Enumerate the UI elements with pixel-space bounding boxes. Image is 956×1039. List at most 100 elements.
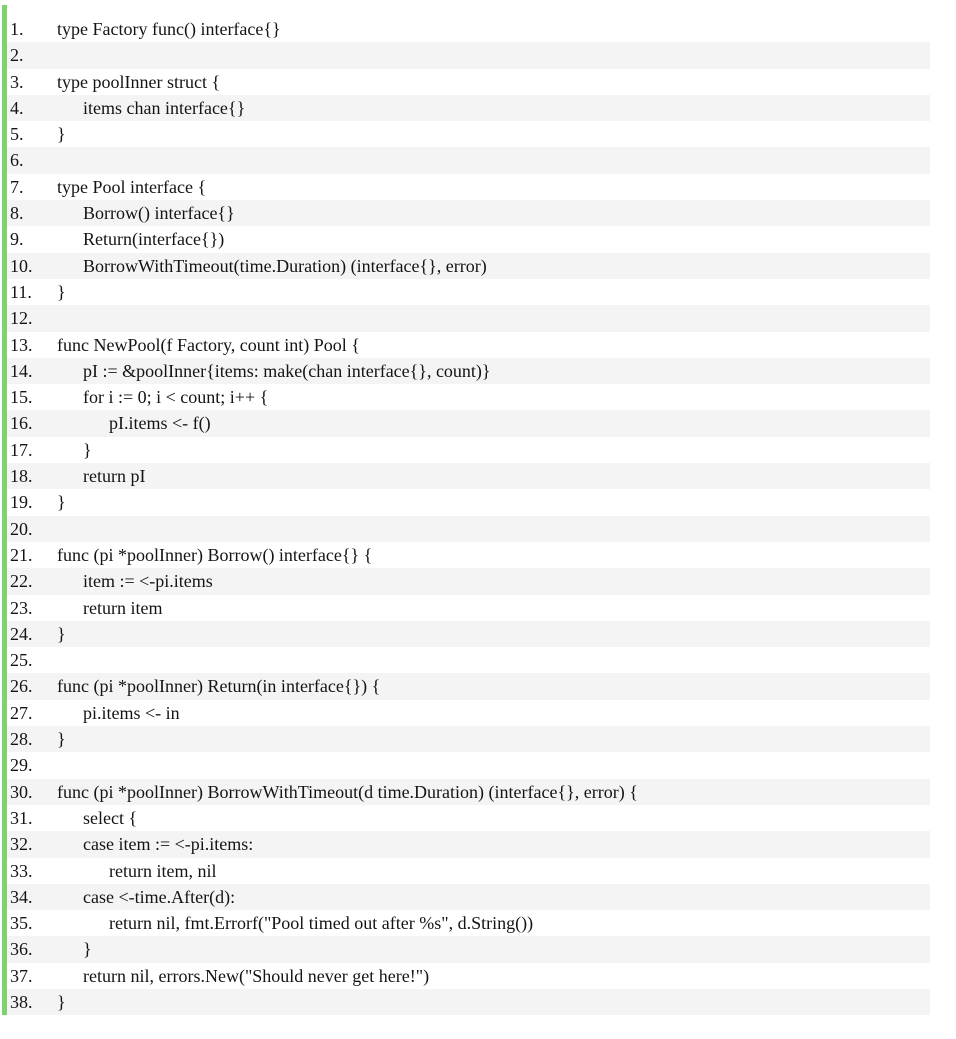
line-number: 2. [10,45,24,66]
line-code-text: func NewPool(f Factory, count int) Pool … [57,334,360,355]
line-number: 30. [10,781,33,802]
code-line: 12. [7,305,930,332]
line-code-text: BorrowWithTimeout(time.Duration) (interf… [57,255,487,276]
line-number: 10. [10,255,33,276]
line-number: 34. [10,886,33,907]
line-number: 18. [10,466,33,487]
code-line: 35. return nil, fmt.Errorf("Pool timed o… [7,910,930,936]
code-line: 17. } [7,437,930,463]
code-line: 22. item := <-pi.items [7,568,930,595]
code-line: 29. [7,752,930,778]
line-number: 13. [10,334,33,355]
line-number: 4. [10,97,24,118]
line-code-text: return pI [57,466,146,487]
code-line: 11. } [7,279,930,305]
code-line: 7. type Pool interface { [7,174,930,200]
line-number: 15. [10,387,33,408]
code-line: 13. func NewPool(f Factory, count int) P… [7,332,930,358]
line-number: 32. [10,834,33,855]
line-number: 9. [10,229,24,250]
line-number: 16. [10,413,33,434]
line-code-text: type Pool interface { [57,176,207,197]
code-line: 3. type poolInner struct { [7,69,930,95]
line-number: 23. [10,597,33,618]
line-number: 33. [10,860,33,881]
line-code-text: } [57,729,66,750]
line-code-text: } [57,124,66,145]
line-number: 20. [10,518,33,539]
code-line: 26. func (pi *poolInner) Return(in inter… [7,673,930,700]
line-number: 14. [10,360,33,381]
code-listing: 1. type Factory func() interface{} 2. 3.… [0,5,956,1016]
line-code-text: pI.items <- f() [57,413,211,434]
line-code-text: } [57,439,92,460]
code-listing-panel: 1. type Factory func() interface{} 2. 3.… [0,5,956,1016]
line-number: 5. [10,124,24,145]
code-line: 8. Borrow() interface{} [7,200,930,227]
line-code-text: select { [57,807,138,828]
line-number: 11. [10,281,32,302]
line-number: 7. [10,176,24,197]
line-code-text: pI := &poolInner{items: make(chan interf… [57,360,491,381]
code-line: 10. BorrowWithTimeout(time.Duration) (in… [7,252,930,279]
line-number: 35. [10,913,33,934]
line-number: 31. [10,807,33,828]
line-code-text: return item [57,597,163,618]
line-number: 19. [10,492,33,513]
code-line: 25. [7,647,930,673]
selection-accent-bar [2,5,7,1016]
code-line: 28. } [7,726,930,753]
line-code-text: } [57,281,66,302]
line-code-text: return nil, errors.New("Should never get… [57,965,430,986]
line-number: 29. [10,755,33,776]
line-code-text: pi.items <- in [57,702,180,723]
line-code-text: return item, nil [57,860,217,881]
line-number: 17. [10,439,33,460]
line-code-text: for i := 0; i < count; i++ { [57,387,269,408]
line-code-text: case <-time.After(d): [57,886,236,907]
code-line: 32. case item := <-pi.items: [7,831,930,858]
line-code-text: Borrow() interface{} [57,203,235,224]
line-number: 1. [10,19,24,39]
line-number: 22. [10,571,33,592]
code-line: 33. return item, nil [7,858,930,884]
code-line: 15. for i := 0; i < count; i++ { [7,384,930,410]
line-code-text: } [57,492,66,513]
code-line: 20. [7,515,930,542]
line-number: 27. [10,702,33,723]
line-code-text: } [57,623,66,644]
code-line: 5. } [7,121,930,147]
line-number: 21. [10,544,33,565]
line-number: 26. [10,676,33,697]
code-line: 27. pi.items <- in [7,700,930,726]
code-line: 4. items chan interface{} [7,94,930,122]
line-number: 36. [10,939,33,960]
code-line: 38. } [7,988,930,1016]
code-line: 30. func (pi *poolInner) BorrowWithTimeo… [7,778,930,805]
code-line: 37. return nil, errors.New("Should never… [7,963,930,989]
line-code-text: item := <-pi.items [57,571,213,592]
line-code-text: func (pi *poolInner) Return(in interface… [57,676,381,697]
code-line: 9. Return(interface{}) [7,226,930,252]
line-number: 12. [10,308,33,329]
line-code-text: func (pi *poolInner) BorrowWithTimeout(d… [57,781,638,802]
line-code-text: return nil, fmt.Errorf("Pool timed out a… [57,913,534,934]
code-line: 16. pI.items <- f() [7,410,930,437]
code-line: 1. type Factory func() interface{} [7,16,930,42]
line-code-text: items chan interface{} [57,97,246,118]
line-code-text: Return(interface{}) [57,229,225,250]
line-code-text: type poolInner struct { [57,71,221,92]
code-line: 14. pI := &poolInner{items: make(chan in… [7,357,930,385]
code-line: 34. case <-time.After(d): [7,883,930,911]
line-code-text: case item := <-pi.items: [57,834,254,855]
line-code-text: func (pi *poolInner) Borrow() interface{… [57,544,373,565]
code-line: 2. [7,42,930,69]
line-number: 38. [10,991,33,1012]
code-line: 31. select { [7,805,930,831]
line-number: 3. [10,71,24,92]
line-number: 37. [10,965,33,986]
code-line: 36. } [7,936,930,963]
line-number: 25. [10,650,33,671]
line-code-text: } [57,939,92,960]
code-line: 21. func (pi *poolInner) Borrow() interf… [7,542,930,568]
